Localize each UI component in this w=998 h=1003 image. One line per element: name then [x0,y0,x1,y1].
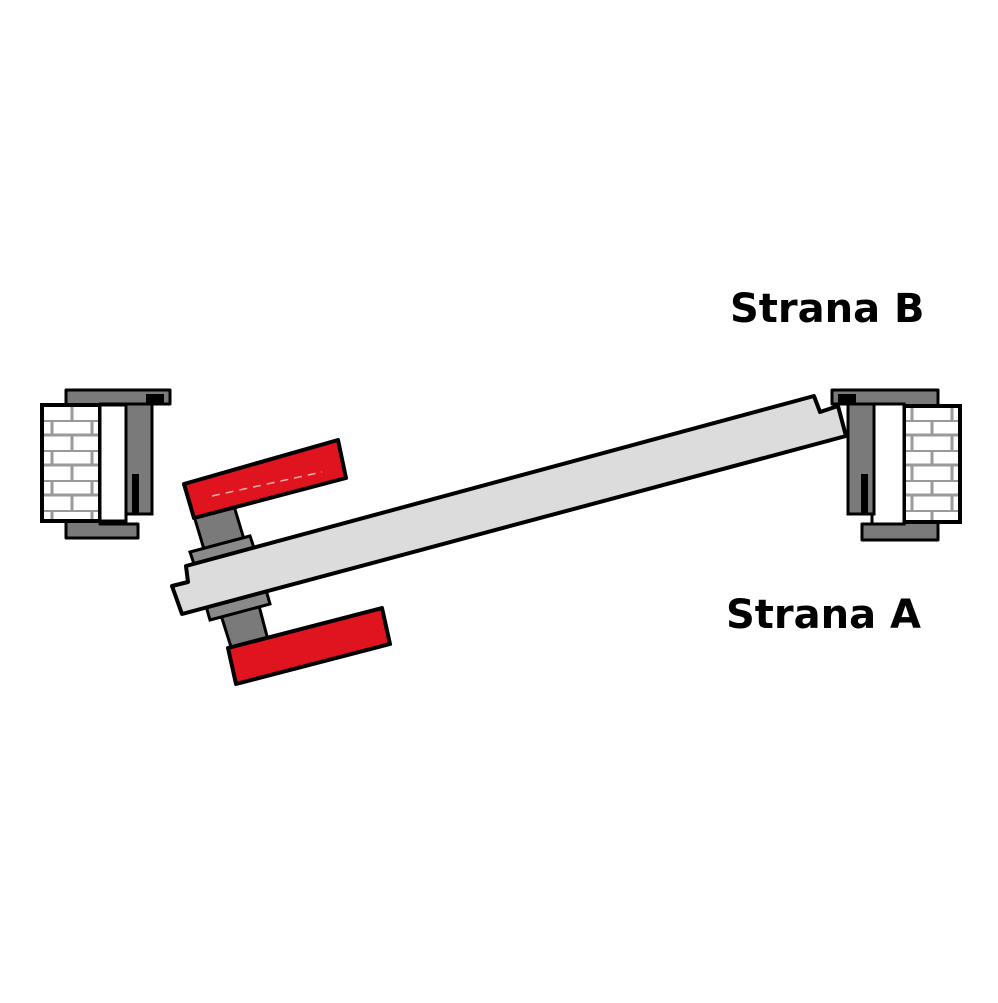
right-wall-frame [830,388,962,542]
right-brick-wall-icon [902,404,962,524]
side-b-label: Strana B [730,286,925,332]
side-a-label: Strana A [726,592,921,638]
left-jamb-gap [98,403,128,523]
lever-handle-top-icon [182,438,348,520]
lever-handle-bottom-icon [226,606,392,686]
left-hinge-detail [146,394,164,404]
left-brick-wall-icon [40,403,102,523]
right-latch-detail [838,394,856,404]
handle-top-highlight [211,471,323,497]
left-seal [132,474,139,514]
right-jamb-gap [870,402,906,526]
left-frame-stop [124,402,154,516]
left-wall-frame [40,388,172,540]
door-leaf-icon [170,394,848,616]
right-seal [861,474,868,514]
